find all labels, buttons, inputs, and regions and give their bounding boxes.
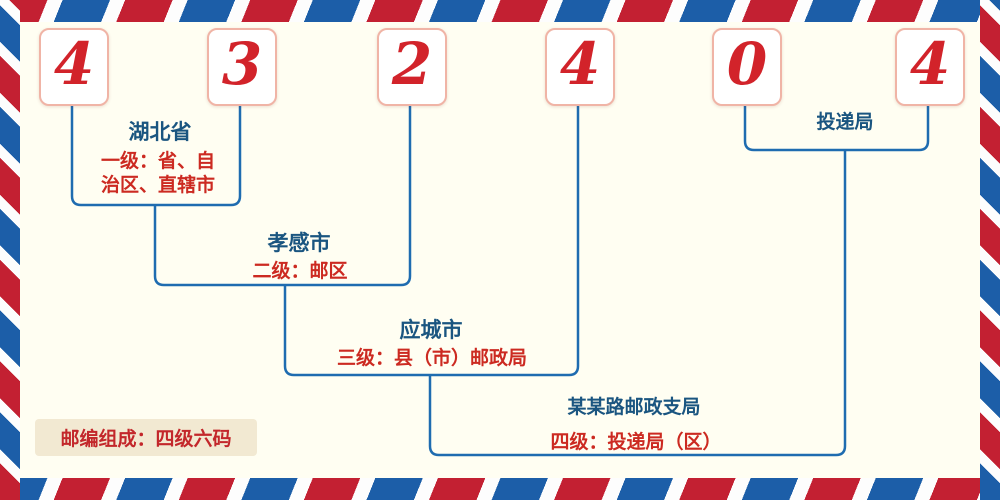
airmail-border-top [0,0,1000,22]
digit-6: 4 [909,30,951,98]
delivery-bracket-line [743,100,930,152]
digit-box-3: 2 [377,28,447,106]
airmail-border-bottom [0,478,1000,500]
level1-name: 湖北省 [128,121,192,144]
composition-text: 邮编组成：四级六码 [60,429,232,450]
digit-4: 4 [559,30,601,98]
level3-name: 应城市 [399,319,463,342]
level3-desc: 三级：县（市）邮政局 [336,348,528,369]
level1-desc-line2: 治区、直辖市 [100,175,216,196]
level2-desc: 二级：邮区 [252,261,348,282]
level2-bracket-line [153,100,412,287]
digit-3: 2 [391,30,433,98]
delivery-office-name: 投递局 [816,112,874,133]
composition-badge: 邮编组成：四级六码 [35,419,257,456]
digit-2: 3 [221,30,263,98]
level1-desc-line1: 一级：省、自 [100,151,216,172]
level2-name: 孝感市 [267,232,331,255]
digit-5: 0 [726,30,768,98]
digit-box-1: 4 [39,28,109,106]
level4-bracket-line [428,150,847,457]
digit-box-4: 4 [545,28,615,106]
level4-name: 某某路邮政支局 [567,397,701,418]
level4-desc: 四级：投递局（区） [550,432,722,453]
digit-box-6: 4 [895,28,965,106]
digit-box-2: 3 [207,28,277,106]
level3-bracket-line [283,100,580,377]
digit-1: 4 [53,30,95,98]
digit-box-5: 0 [712,28,782,106]
airmail-border-left [0,0,20,500]
airmail-border-right [980,0,1000,500]
